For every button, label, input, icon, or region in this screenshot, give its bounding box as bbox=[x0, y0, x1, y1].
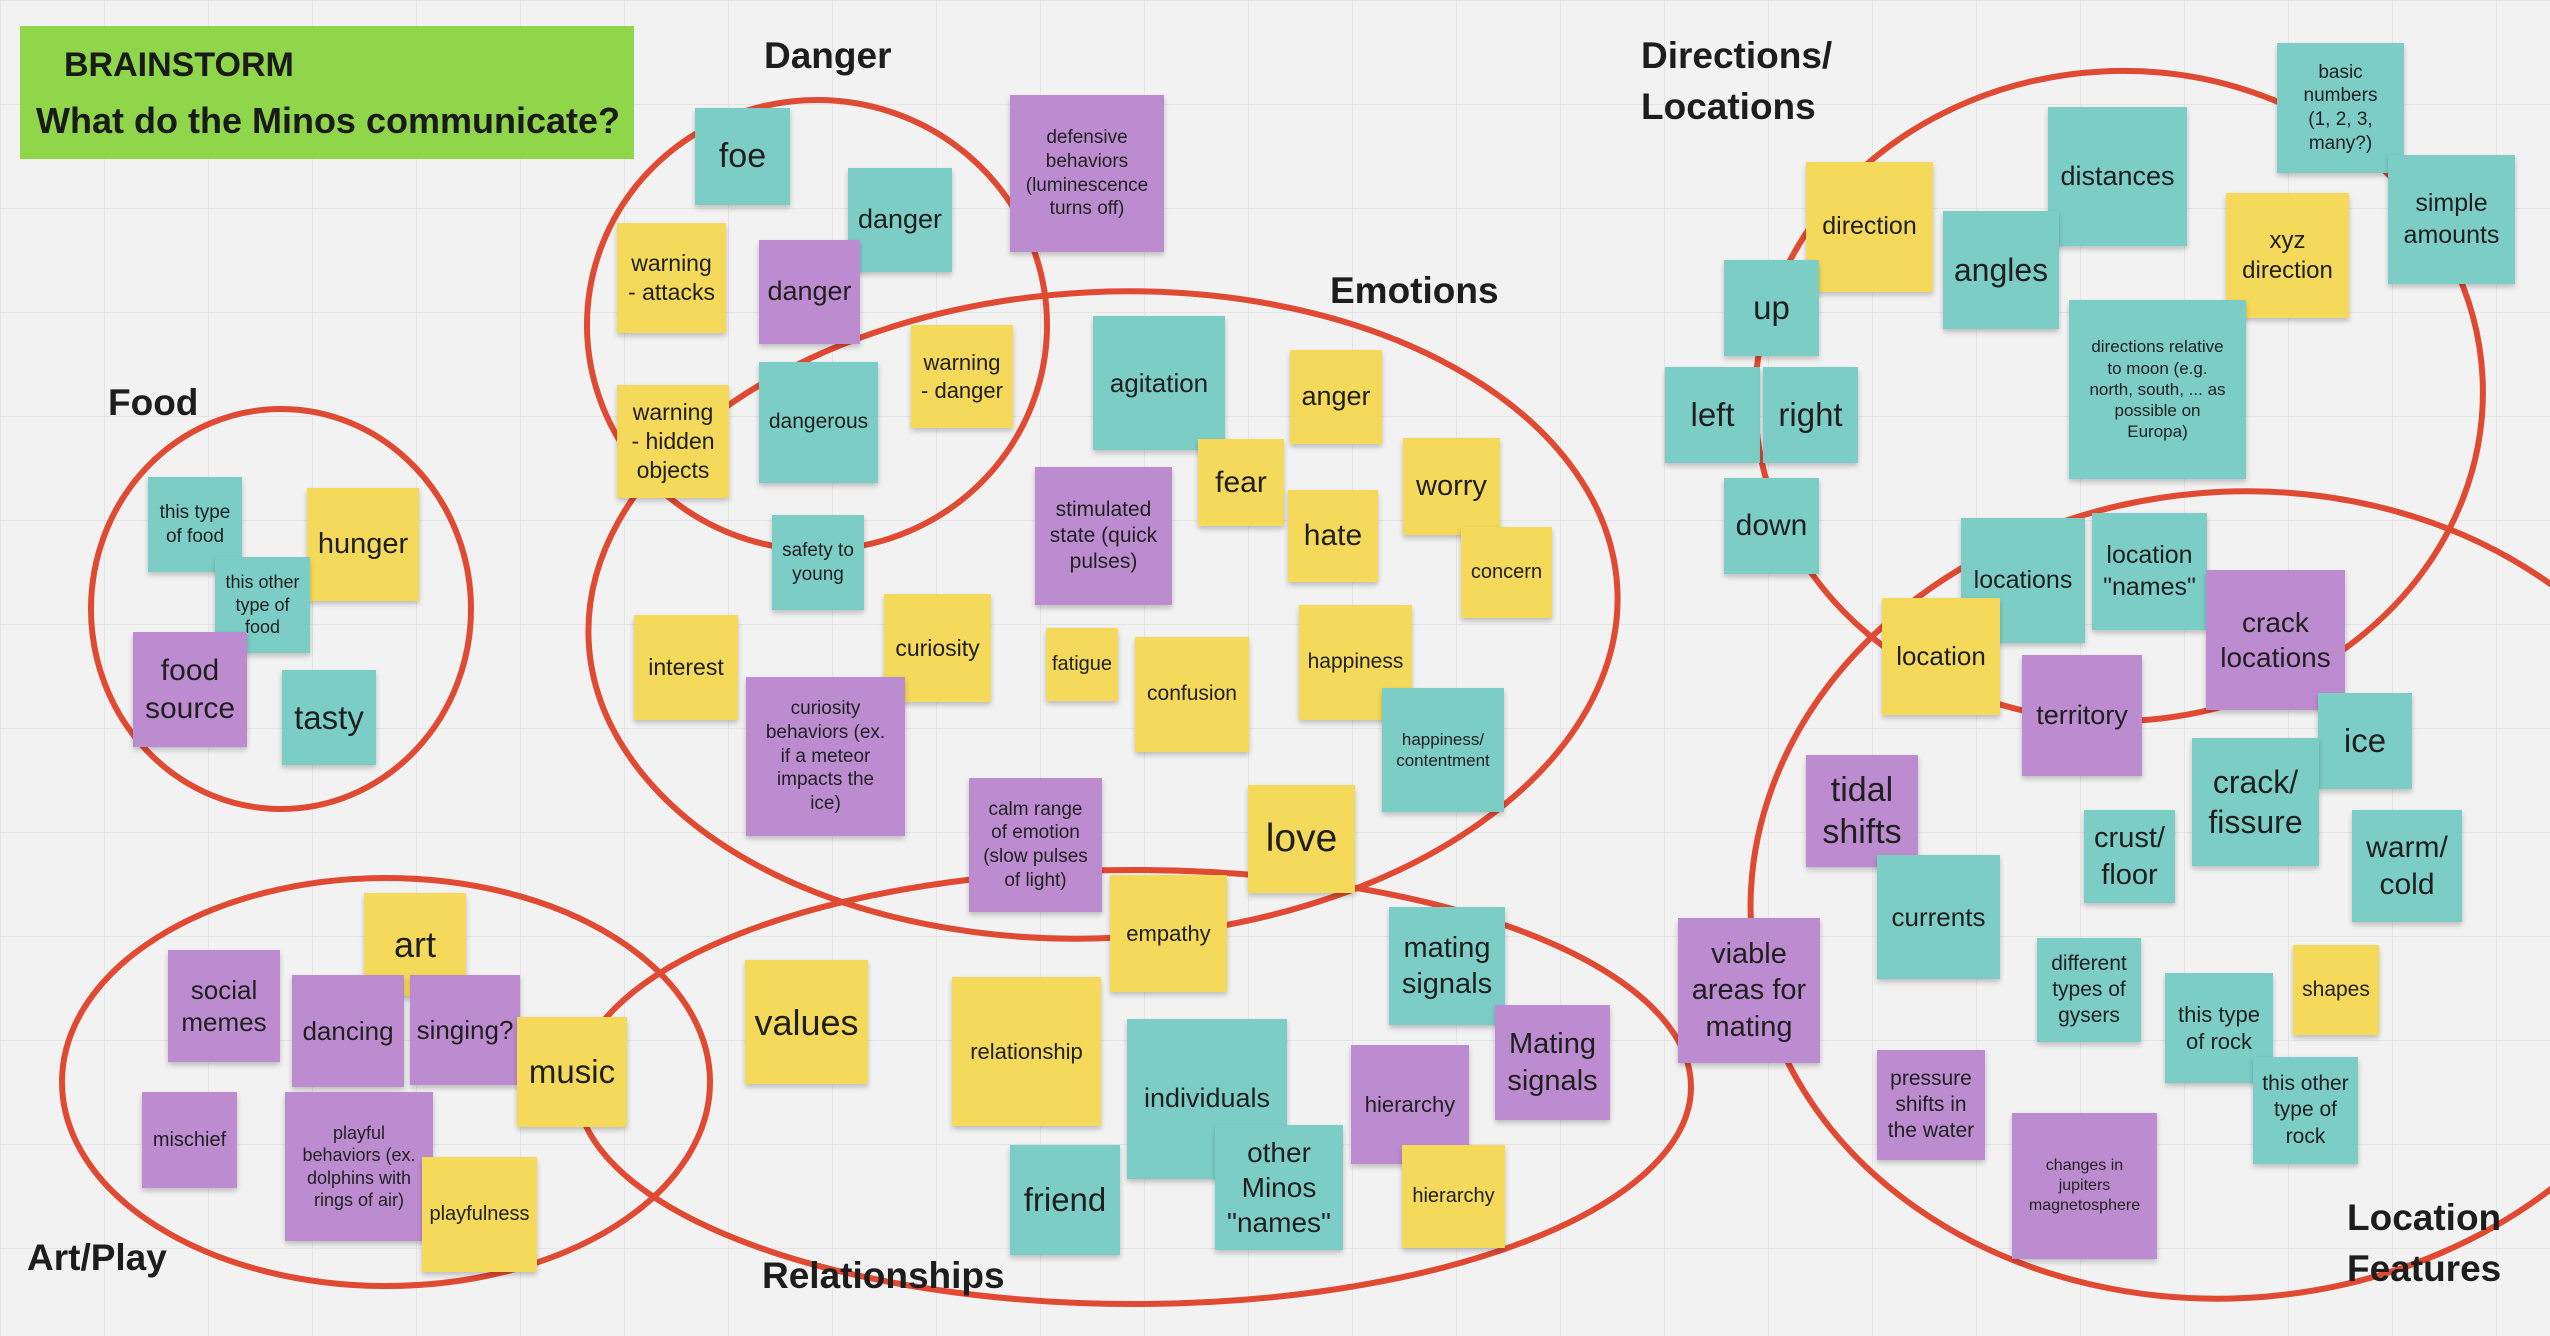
sticky-note[interactable]: angles bbox=[1943, 211, 2059, 329]
sticky-note[interactable]: distances bbox=[2048, 107, 2187, 246]
sticky-note[interactable]: playful behaviors (ex. dolphins with rin… bbox=[285, 1092, 433, 1241]
sticky-note[interactable]: music bbox=[517, 1017, 627, 1127]
sticky-note[interactable]: friend bbox=[1010, 1145, 1120, 1255]
group-title-danger[interactable]: Danger bbox=[764, 35, 892, 76]
sticky-note[interactable]: danger bbox=[848, 168, 952, 272]
sticky-note[interactable]: direction bbox=[1806, 162, 1933, 292]
group-title-relationships[interactable]: Relationships bbox=[762, 1255, 1005, 1296]
sticky-note[interactable]: territory bbox=[2022, 655, 2142, 776]
group-title-location-features[interactable]: Location Features bbox=[2347, 1197, 2502, 1290]
sticky-note[interactable]: curiosity behaviors (ex. if a meteor imp… bbox=[746, 677, 905, 836]
sticky-note[interactable]: hunger bbox=[307, 488, 419, 601]
sticky-note[interactable]: values bbox=[745, 960, 868, 1084]
sticky-note[interactable]: viable areas for mating bbox=[1678, 918, 1820, 1063]
sticky-note[interactable]: love bbox=[1248, 785, 1355, 893]
sticky-note[interactable]: relationship bbox=[952, 977, 1101, 1126]
sticky-note[interactable]: simple amounts bbox=[2388, 155, 2515, 284]
sticky-note[interactable]: interest bbox=[634, 615, 738, 720]
sticky-note[interactable]: Mating signals bbox=[1495, 1005, 1610, 1120]
sticky-note[interactable]: dancing bbox=[292, 975, 404, 1087]
sticky-note[interactable]: hate bbox=[1288, 490, 1378, 582]
sticky-note[interactable]: fatigue bbox=[1046, 628, 1118, 701]
board-title-line1: BRAINSTORM bbox=[64, 46, 294, 84]
sticky-note[interactable]: tasty bbox=[282, 670, 376, 765]
sticky-note[interactable]: tidal shifts bbox=[1806, 755, 1918, 867]
sticky-note[interactable]: agitation bbox=[1093, 316, 1225, 450]
sticky-note[interactable]: currents bbox=[1877, 855, 2000, 979]
sticky-note[interactable]: mischief bbox=[142, 1092, 237, 1188]
group-title-emotions[interactable]: Emotions bbox=[1330, 270, 1499, 311]
sticky-note[interactable]: warning - danger bbox=[911, 325, 1013, 428]
sticky-note[interactable]: warning - attacks bbox=[617, 223, 726, 333]
sticky-note[interactable]: concern bbox=[1461, 527, 1552, 618]
sticky-note[interactable]: worry bbox=[1403, 438, 1500, 535]
sticky-note[interactable]: singing? bbox=[410, 975, 520, 1085]
sticky-note[interactable]: crack locations bbox=[2206, 570, 2345, 710]
sticky-note[interactable]: warning - hidden objects bbox=[617, 385, 729, 498]
sticky-note[interactable]: hierarchy bbox=[1351, 1045, 1469, 1164]
sticky-note[interactable]: crack/ fissure bbox=[2192, 738, 2319, 866]
sticky-note[interactable]: pressure shifts in the water bbox=[1877, 1050, 1985, 1160]
sticky-note[interactable]: foe bbox=[695, 108, 790, 205]
sticky-note[interactable]: defensive behaviors (luminescence turns … bbox=[1010, 95, 1164, 252]
sticky-note[interactable]: crust/ floor bbox=[2084, 810, 2175, 903]
sticky-note[interactable]: warm/ cold bbox=[2352, 810, 2462, 922]
sticky-note[interactable]: empathy bbox=[1110, 875, 1227, 992]
sticky-note[interactable]: food source bbox=[133, 632, 247, 747]
sticky-note[interactable]: directions relative to moon (e.g. north,… bbox=[2069, 300, 2246, 479]
sticky-note[interactable]: hierarchy bbox=[1402, 1145, 1505, 1248]
sticky-note[interactable]: different types of gysers bbox=[2037, 938, 2141, 1042]
sticky-note[interactable]: mating signals bbox=[1389, 907, 1505, 1025]
group-title-food[interactable]: Food bbox=[108, 382, 199, 423]
board-title-box[interactable]: BRAINSTORM What do the Minos communicate… bbox=[20, 26, 634, 159]
sticky-note[interactable]: anger bbox=[1290, 350, 1382, 444]
sticky-note[interactable]: shapes bbox=[2293, 945, 2379, 1035]
sticky-note[interactable]: confusion bbox=[1135, 637, 1249, 752]
sticky-note[interactable]: right bbox=[1763, 367, 1858, 463]
sticky-note[interactable]: changes in jupiters magnetosphere bbox=[2012, 1113, 2157, 1259]
sticky-note[interactable]: playfulness bbox=[422, 1157, 537, 1272]
sticky-note[interactable]: left bbox=[1665, 367, 1760, 463]
sticky-note[interactable]: location "names" bbox=[2092, 513, 2207, 630]
sticky-note[interactable]: this other type of rock bbox=[2253, 1057, 2358, 1164]
sticky-note[interactable]: fear bbox=[1198, 439, 1284, 526]
sticky-note[interactable]: danger bbox=[759, 240, 860, 344]
sticky-note[interactable]: safety to young bbox=[772, 515, 864, 610]
sticky-note[interactable]: calm range of emotion (slow pulses of li… bbox=[969, 778, 1102, 912]
sticky-note[interactable]: down bbox=[1724, 478, 1819, 574]
sticky-note[interactable]: happiness/ contentment bbox=[1382, 688, 1504, 812]
sticky-note[interactable]: xyz direction bbox=[2226, 193, 2349, 318]
sticky-note[interactable]: ice bbox=[2318, 693, 2412, 789]
sticky-note[interactable]: location bbox=[1882, 598, 2000, 715]
sticky-note[interactable]: social memes bbox=[168, 950, 280, 1062]
group-title-art-play[interactable]: Art/Play bbox=[27, 1237, 167, 1278]
sticky-note[interactable]: dangerous bbox=[759, 362, 878, 483]
sticky-note[interactable]: up bbox=[1724, 260, 1819, 356]
sticky-note[interactable]: stimulated state (quick pulses) bbox=[1035, 467, 1172, 605]
board-title-line2: What do the Minos communicate? bbox=[36, 100, 621, 141]
sticky-note[interactable]: other Minos "names" bbox=[1215, 1125, 1343, 1250]
group-title-directions[interactable]: Directions/ Locations bbox=[1641, 35, 1833, 128]
sticky-note[interactable]: basic numbers (1, 2, 3, many?) bbox=[2277, 43, 2404, 173]
sticky-note[interactable]: this type of food bbox=[148, 477, 242, 572]
